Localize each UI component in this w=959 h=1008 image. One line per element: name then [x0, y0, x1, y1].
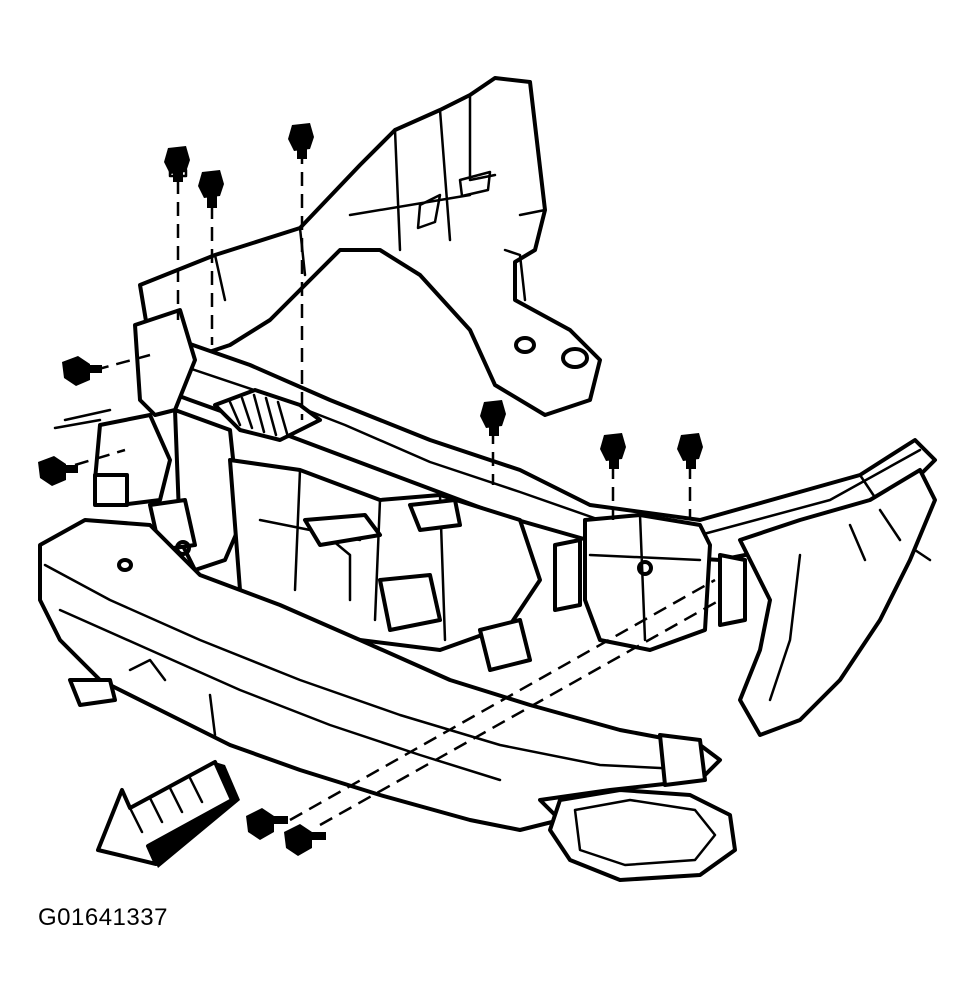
fog-lamp	[548, 733, 737, 882]
bolt-left-1	[62, 356, 102, 386]
bolt-lower-2	[284, 824, 326, 856]
figure-id-label: G01641337	[38, 904, 168, 931]
right-bracket	[553, 513, 747, 652]
bolt-top-4	[480, 400, 506, 436]
upper-shroud	[138, 76, 602, 417]
right-fender-apron	[738, 468, 937, 737]
bolt-right-1	[600, 433, 626, 469]
front-arrow-icon	[96, 760, 240, 868]
center-support	[173, 408, 542, 672]
left-bracket	[53, 308, 197, 556]
bolt-left-2	[38, 456, 78, 486]
bolt-top-2	[198, 170, 224, 208]
rail-ribs	[213, 388, 322, 442]
bolt-top-3	[288, 123, 314, 159]
bolt-top-1	[164, 146, 190, 182]
bolt-right-2	[677, 433, 703, 469]
bolt-lower-1	[246, 808, 288, 840]
installation-guide-lines	[74, 150, 721, 827]
